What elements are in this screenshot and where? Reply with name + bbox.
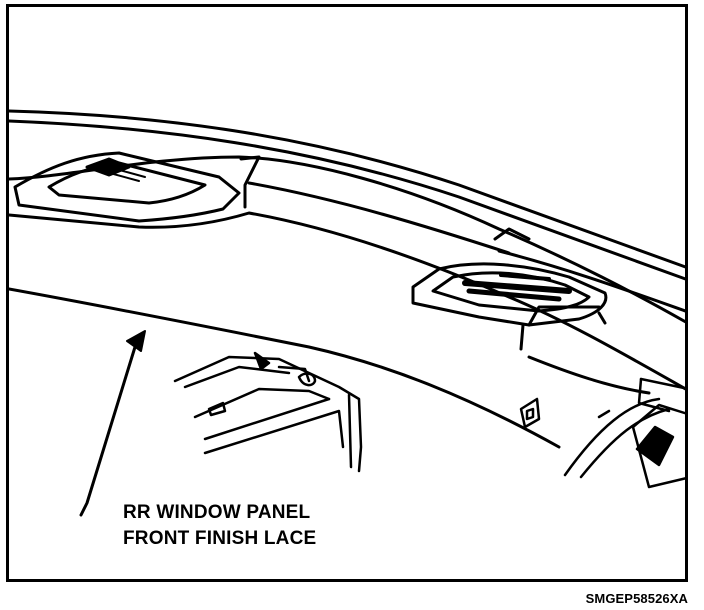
upper-body-edge — [9, 109, 685, 281]
seat-bracket — [173, 351, 363, 473]
panel-lower-edge — [9, 287, 651, 449]
right-seam — [493, 227, 685, 313]
leader-arrow — [79, 330, 146, 517]
center-seam — [239, 155, 511, 255]
figure-code: SMGEP58526XA — [585, 591, 688, 606]
callout-line-1: RR WINDOW PANEL — [123, 502, 311, 523]
right-pillar-trim — [563, 377, 685, 489]
callout-label: RR WINDOW PANEL FRONT FINISH LACE — [123, 500, 316, 552]
figure-frame: RR WINDOW PANEL FRONT FINISH LACE — [6, 4, 688, 582]
right-speaker-grille — [411, 262, 608, 351]
callout-line-2: FRONT FINISH LACE — [123, 528, 317, 549]
panel-clip — [519, 397, 541, 429]
left-speaker-grille — [13, 151, 241, 223]
rear-shelf-illustration — [9, 109, 685, 517]
